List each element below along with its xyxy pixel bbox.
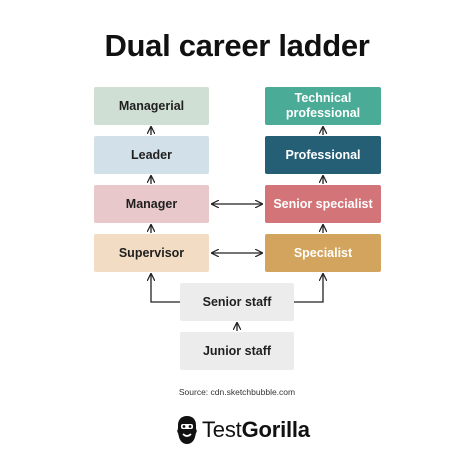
box-specialist: Specialist bbox=[265, 234, 381, 272]
box-professional: Professional bbox=[265, 136, 381, 174]
arrow-senior-staff-to-supervisor bbox=[151, 274, 180, 303]
box-senior-staff: Senior staff bbox=[180, 283, 294, 321]
box-junior-staff: Junior staff bbox=[180, 332, 294, 370]
page-title: Dual career ladder bbox=[104, 28, 370, 63]
brand-name: TestGorilla bbox=[202, 417, 310, 443]
source-caption: Source: cdn.sketchbubble.com bbox=[178, 387, 296, 397]
box-managerial: Managerial bbox=[94, 87, 209, 125]
testgorilla-logo: TestGorilla bbox=[176, 412, 310, 448]
brand-part1: Test bbox=[202, 417, 242, 442]
brand-part2: Gorilla bbox=[241, 417, 310, 442]
box-manager: Manager bbox=[94, 185, 209, 223]
box-technical-professional: Technical professional bbox=[265, 87, 381, 125]
gorilla-icon bbox=[177, 416, 197, 444]
arrow-senior-staff-to-specialist bbox=[294, 274, 323, 303]
box-leader: Leader bbox=[94, 136, 209, 174]
box-senior-specialist: Senior specialist bbox=[265, 185, 381, 223]
box-supervisor: Supervisor bbox=[94, 234, 209, 272]
